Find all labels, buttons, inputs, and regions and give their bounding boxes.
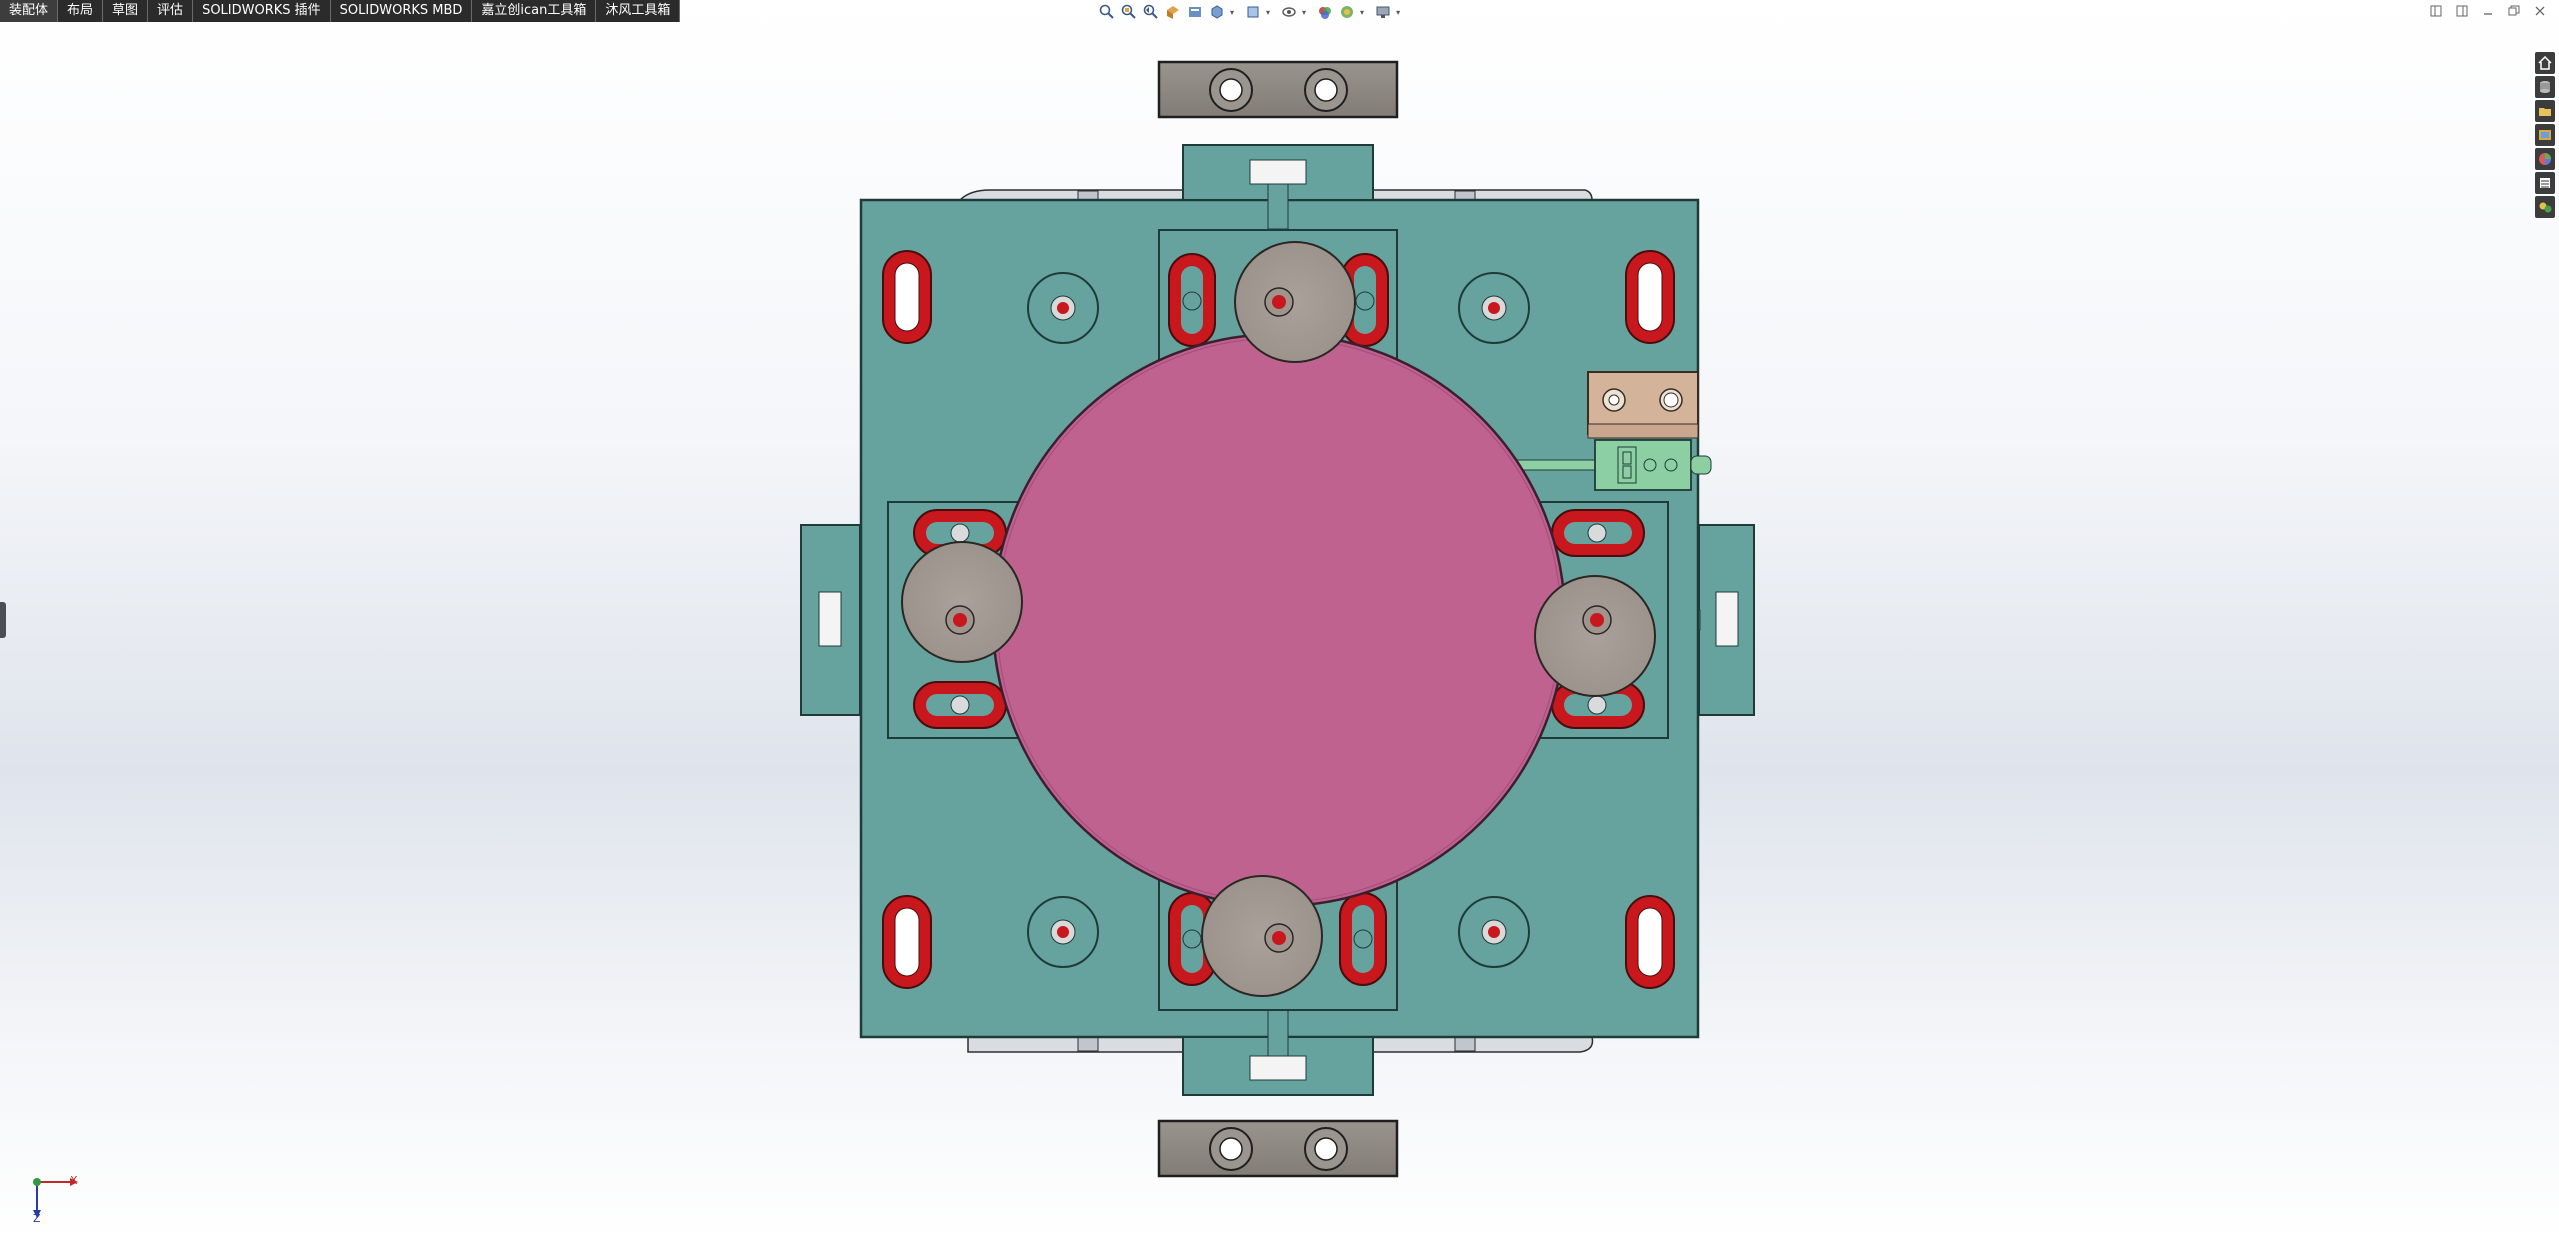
view-orientation-dropdown-icon[interactable]: ▾ (1230, 7, 1235, 17)
dynamic-annotation-icon[interactable] (1186, 3, 1204, 21)
design-library-icon[interactable] (2535, 100, 2555, 122)
display-style-dropdown-icon[interactable]: ▾ (1266, 7, 1271, 17)
subplate-slots-vertical (1168, 253, 1389, 986)
workpiece-disc (991, 332, 1567, 908)
apply-scene-dropdown-icon[interactable]: ▾ (1360, 7, 1365, 17)
tab-solidworks-addins[interactable]: SOLIDWORKS 插件 (193, 0, 331, 22)
tab-solidworks-mbd[interactable]: SOLIDWORKS MBD (331, 0, 473, 22)
tab-jlc-toolbox[interactable]: 嘉立创ican工具箱 (472, 0, 597, 22)
x-axis-label: X (70, 1174, 78, 1187)
view-palette-icon[interactable] (2535, 148, 2555, 170)
previous-view-icon[interactable] (1142, 3, 1160, 21)
axis-triad-icon (33, 1178, 78, 1218)
tab-sketch[interactable]: 草图 (103, 0, 149, 22)
tile-right-icon[interactable] (2453, 3, 2471, 19)
end-block-bottom (1157, 1119, 1399, 1178)
edit-appearance-icon[interactable] (1316, 3, 1334, 21)
custom-properties-icon[interactable] (2535, 196, 2555, 218)
resources-icon[interactable] (2535, 76, 2555, 98)
apply-scene-icon[interactable] (1338, 3, 1356, 21)
zoom-to-area-icon[interactable] (1120, 3, 1138, 21)
close-icon[interactable] (2531, 3, 2549, 19)
clamp-tab-bottom (1182, 1009, 1374, 1096)
tile-left-icon[interactable] (2427, 3, 2445, 19)
hide-show-dropdown-icon[interactable]: ▾ (1302, 7, 1307, 17)
file-explorer-icon[interactable] (2535, 124, 2555, 146)
home-icon[interactable] (2535, 52, 2555, 74)
minimize-icon[interactable] (2479, 3, 2497, 19)
side-tab-left (800, 524, 891, 716)
tab-mufeng-toolbox[interactable]: 沐风工具箱 (596, 0, 681, 22)
restore-icon[interactable] (2505, 3, 2523, 19)
sensor-bracket (1587, 371, 1699, 439)
end-block-top (1157, 60, 1399, 119)
zoom-to-fit-icon[interactable] (1098, 3, 1116, 21)
tab-layout[interactable]: 布局 (58, 0, 104, 22)
feature-manager-expand-handle[interactable] (0, 602, 6, 638)
task-pane-tabs (2535, 52, 2555, 218)
clamp-tab-top (1182, 144, 1374, 230)
hide-show-items-icon[interactable] (1280, 3, 1298, 21)
proximity-sensor (1594, 439, 1712, 491)
subplate-slots-horizontal (913, 509, 1645, 729)
command-manager-tabs: 装配体 布局 草图 评估 SOLIDWORKS 插件 SOLIDWORKS MB… (0, 0, 681, 22)
top-bar: 装配体 布局 草图 评估 SOLIDWORKS 插件 SOLIDWORKS MB… (0, 0, 2559, 22)
roller-right (1534, 575, 1656, 697)
z-axis-label: Z (33, 1212, 41, 1225)
tab-evaluate[interactable]: 评估 (148, 0, 194, 22)
roller-left (901, 541, 1023, 663)
appearances-icon[interactable] (2535, 172, 2555, 194)
reference-triad: X Z (24, 1166, 84, 1226)
roller-bottom (1201, 875, 1323, 997)
section-view-icon[interactable] (1164, 3, 1182, 21)
display-style-icon[interactable] (1244, 3, 1262, 21)
plate-screws (1027, 272, 1530, 968)
roller-top (1234, 241, 1356, 363)
tab-assembly[interactable]: 装配体 (0, 0, 59, 22)
view-orientation-icon[interactable] (1208, 3, 1226, 21)
view-settings-dropdown-icon[interactable]: ▾ (1396, 7, 1401, 17)
corner-slots (882, 250, 1675, 989)
side-tab-right (1669, 524, 1755, 716)
view-settings-icon[interactable] (1374, 3, 1392, 21)
window-controls (2427, 3, 2549, 19)
heads-up-view-toolbar: ▾ ▾ ▾ ▾ ▾ (1098, 3, 1406, 21)
